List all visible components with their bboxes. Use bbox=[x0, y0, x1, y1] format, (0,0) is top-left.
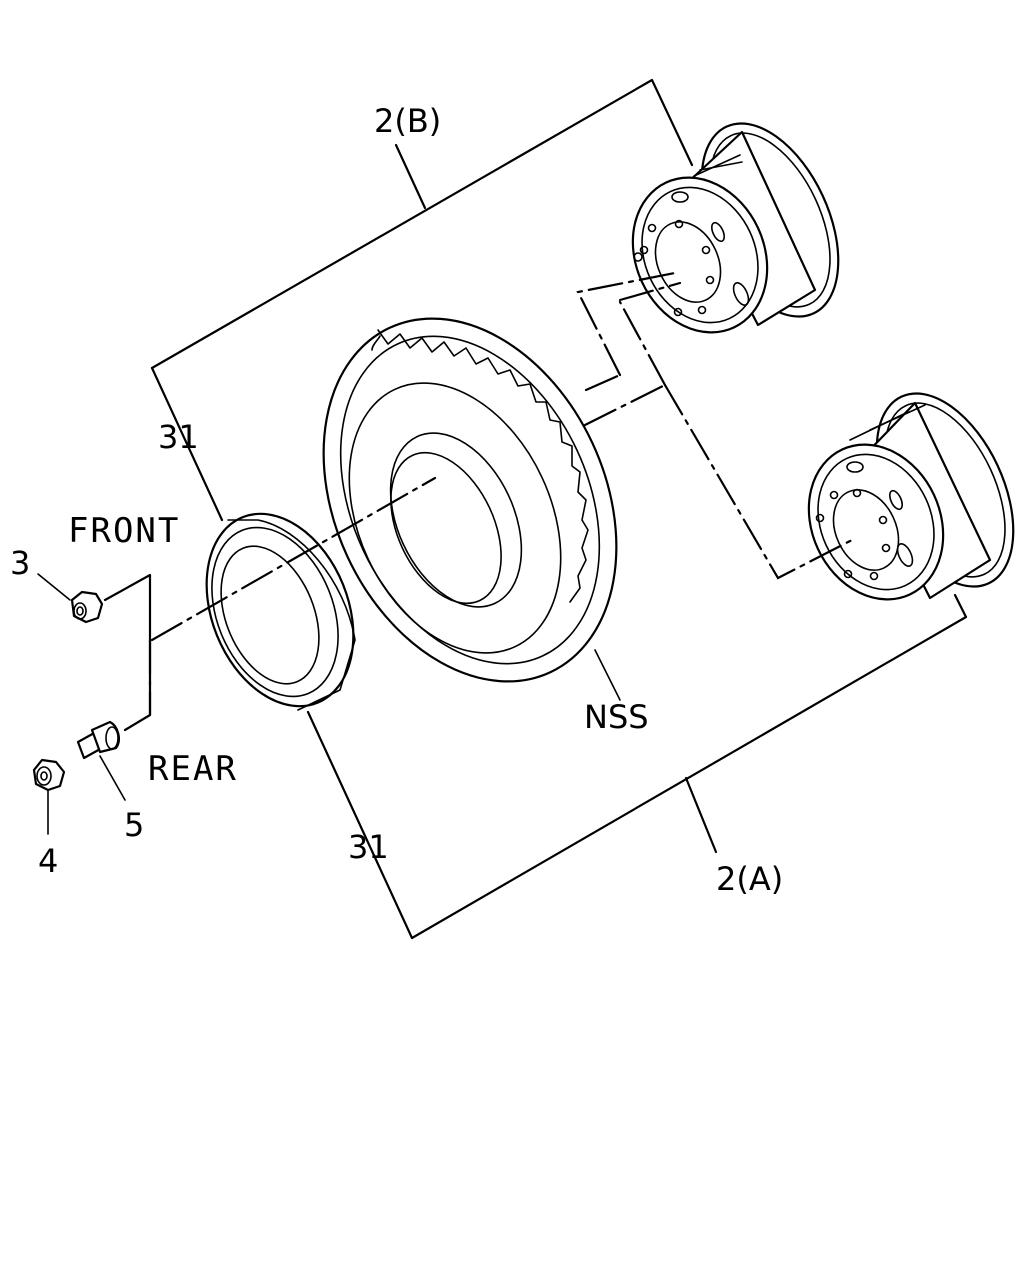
wheel-rim-rear bbox=[807, 392, 1015, 601]
label-nut-rear: 4 bbox=[38, 842, 58, 880]
label-nut-front: 3 bbox=[10, 544, 30, 582]
label-wheel-a: 2(A) bbox=[716, 860, 783, 898]
center-lines bbox=[150, 270, 854, 642]
leader-lines bbox=[37, 573, 621, 835]
label-flap-top: 31 bbox=[158, 418, 199, 456]
bracket-wheel-a bbox=[306, 593, 968, 940]
bracket-wheel-b bbox=[150, 78, 694, 522]
label-flap-bottom: 31 bbox=[348, 828, 389, 866]
label-valve: 5 bbox=[124, 806, 144, 844]
valve-stud bbox=[76, 720, 120, 760]
label-rear: REAR bbox=[148, 749, 238, 789]
wheel-nut-front bbox=[70, 590, 104, 624]
tire-flap bbox=[205, 512, 356, 711]
hardware-bracket bbox=[103, 573, 152, 732]
tire bbox=[322, 317, 618, 683]
wheel-nut-rear bbox=[32, 758, 66, 792]
wheel-rim-front bbox=[631, 122, 840, 334]
label-tire: NSS bbox=[584, 698, 649, 736]
label-front: FRONT bbox=[68, 511, 180, 551]
label-wheel-b: 2(B) bbox=[374, 102, 441, 140]
hub-stud bbox=[633, 252, 643, 262]
